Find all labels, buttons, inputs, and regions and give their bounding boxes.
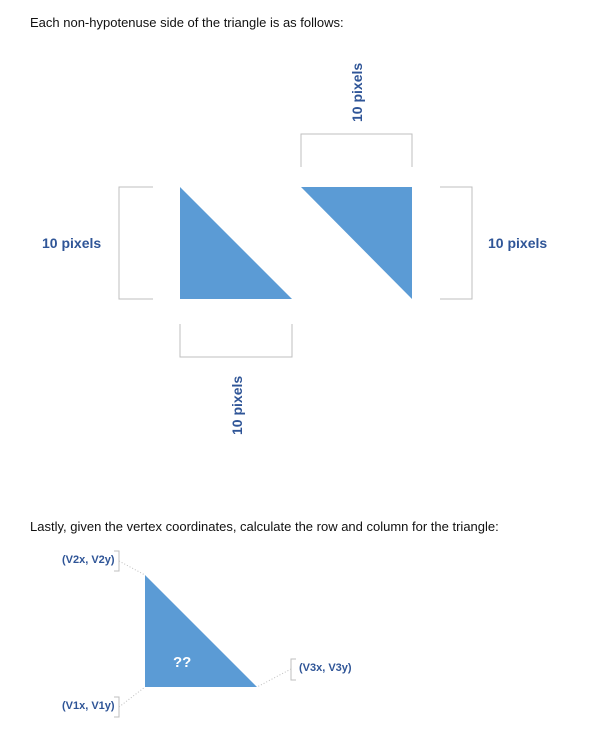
v3-label: (V3x, V3y) <box>299 662 352 674</box>
question-triangle <box>145 575 257 687</box>
v3-leader-line <box>256 668 292 688</box>
bottom-dimension-label: 10 pixels <box>229 376 245 435</box>
bottom-width-bracket <box>179 324 293 358</box>
v1-leader-line <box>118 686 146 708</box>
v2-leader-line <box>118 560 146 576</box>
left-triangle <box>180 187 292 299</box>
v1-label: (V1x, V1y) <box>62 700 115 712</box>
left-height-bracket <box>118 186 153 300</box>
top-width-bracket <box>300 133 413 167</box>
vertex-instruction-text: Lastly, given the vertex coordinates, ca… <box>30 519 499 534</box>
right-dimension-label: 10 pixels <box>488 235 548 251</box>
intro-text: Each non-hypotenuse side of the triangle… <box>30 15 344 30</box>
v2-label: (V2x, V2y) <box>62 554 115 566</box>
v3-callout-bracket <box>290 658 296 681</box>
left-dimension-label: 10 pixels <box>42 235 102 251</box>
right-height-bracket <box>440 186 473 300</box>
top-dimension-label: 10 pixels <box>349 63 365 122</box>
right-triangle <box>301 187 412 299</box>
unknown-label: ?? <box>173 654 191 671</box>
